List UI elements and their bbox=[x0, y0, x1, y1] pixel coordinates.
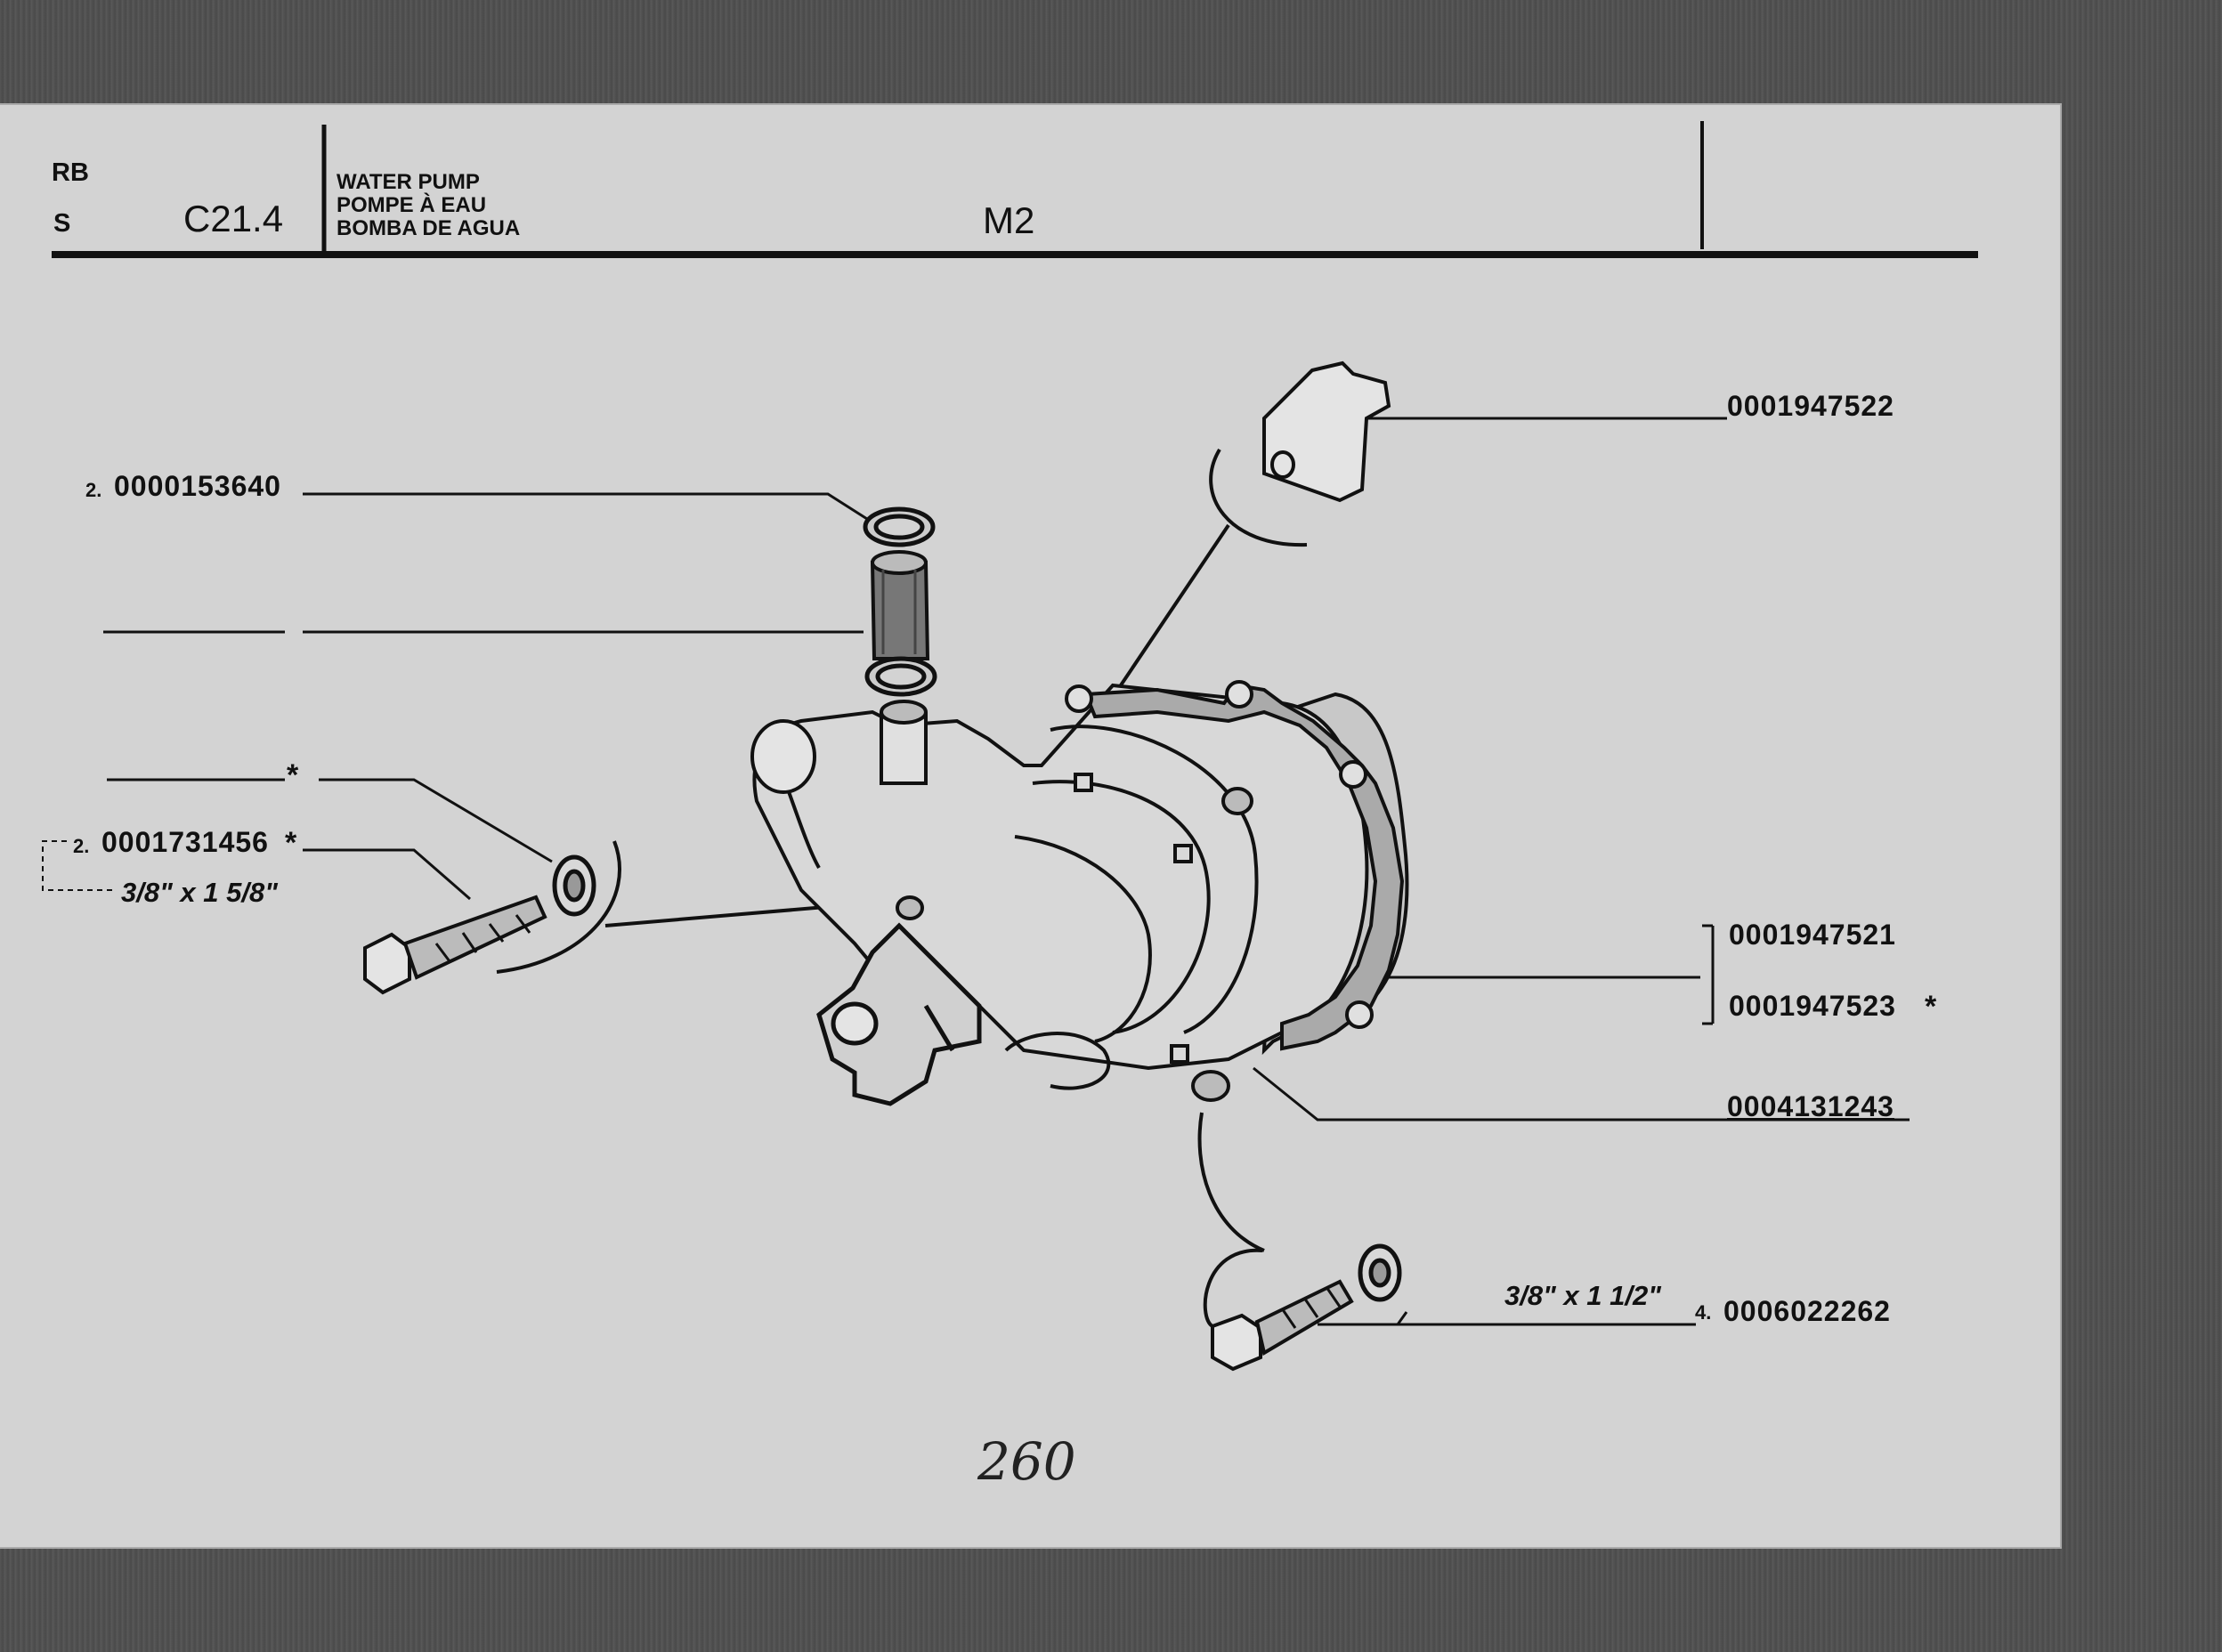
title-spanish: BOMBA DE AGUA bbox=[337, 216, 521, 240]
part-number-upper-bolt: 0001731456 bbox=[101, 826, 269, 858]
lower-bolt bbox=[1211, 1279, 1354, 1372]
title-english: WATER PUMP bbox=[337, 170, 480, 194]
size-upper-bolt: 3/8" x 1 5/8" bbox=[121, 877, 278, 908]
dashed-size-bracket bbox=[42, 840, 116, 891]
upper-washer bbox=[552, 854, 596, 917]
part-number-pump-a: 0001947521 bbox=[1729, 919, 1896, 951]
part-number-bracket: 0001947522 bbox=[1727, 390, 1894, 422]
leader-hose-clip bbox=[303, 492, 878, 527]
part-number-lower-bolt: 0006022262 bbox=[1723, 1295, 1891, 1327]
leader-upper-washer bbox=[107, 778, 553, 863]
leader-lower-bolt bbox=[1318, 1311, 1696, 1326]
part-number-pump-b: 0001947523 bbox=[1729, 990, 1896, 1022]
pulley-hub bbox=[816, 922, 982, 1106]
star-upper-bolt: * bbox=[285, 826, 297, 860]
header-rules bbox=[52, 121, 1978, 258]
star-upper-washer: * bbox=[287, 758, 299, 792]
title-french: POMPE À EAU bbox=[337, 193, 487, 217]
gasket-part bbox=[1065, 680, 1405, 1051]
section-code: C21.4 bbox=[183, 198, 284, 239]
hose-clip-upper bbox=[863, 506, 936, 547]
qty-lower-bolt: 4. bbox=[1695, 1301, 1712, 1324]
model-code: M2 bbox=[983, 199, 1035, 241]
size-lower-bolt: 3/8" x 1 1/2" bbox=[1504, 1280, 1661, 1311]
header-code-rb: RB bbox=[52, 158, 89, 187]
hose-part bbox=[870, 550, 930, 660]
leader-gasket bbox=[1253, 1066, 1910, 1122]
hose-clip-lower bbox=[864, 656, 937, 697]
leader-lines bbox=[42, 417, 1910, 1326]
qty-upper-bolt: 2. bbox=[73, 835, 90, 857]
part-number-gasket: 0004131243 bbox=[1727, 1090, 1894, 1122]
upper-bolt bbox=[363, 895, 547, 995]
leader-pump-assembly bbox=[1384, 924, 1715, 1025]
part-number-hose-clip: 0000153640 bbox=[114, 470, 281, 502]
qty-hose-clip: 2. bbox=[85, 479, 102, 501]
bracket-part bbox=[1262, 360, 1391, 503]
lower-washer bbox=[1358, 1243, 1402, 1302]
star-pump-b: * bbox=[1925, 990, 1937, 1024]
page-number: 260 bbox=[977, 1431, 1076, 1492]
leader-upper-bolt bbox=[303, 848, 471, 901]
header-code-s: S bbox=[53, 209, 71, 238]
